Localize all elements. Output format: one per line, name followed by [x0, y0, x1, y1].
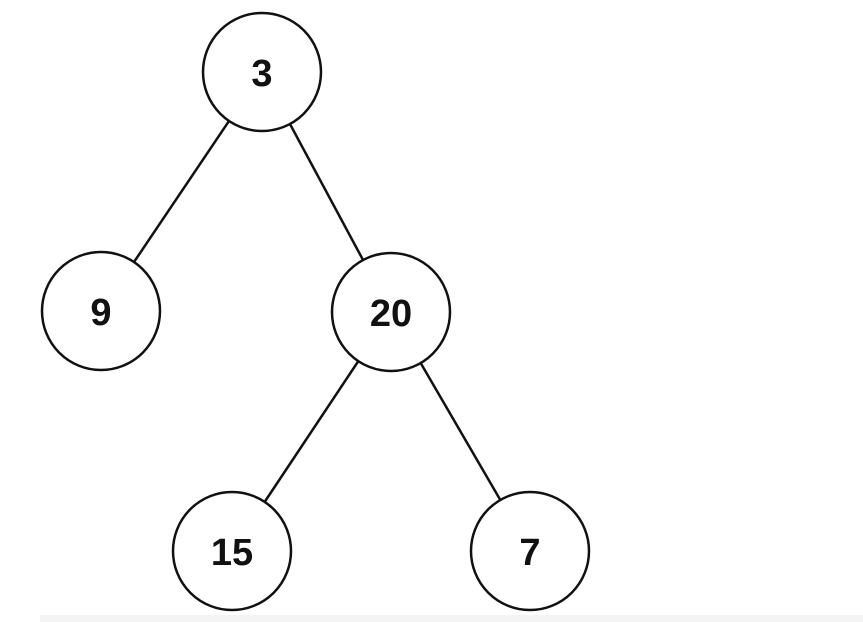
- edges-layer: [132, 120, 502, 503]
- node-label: 3: [251, 53, 272, 95]
- tree-edge: [288, 123, 365, 261]
- tree-node: 9: [40, 250, 162, 372]
- tree-edge: [419, 362, 502, 501]
- tree-edge: [263, 360, 360, 503]
- tree-node: 3: [201, 11, 323, 133]
- node-circle: [40, 250, 162, 372]
- node-label: 9: [90, 292, 111, 334]
- tree-node: 15: [171, 490, 293, 612]
- node-circle: [171, 490, 293, 612]
- bottom-strip: [40, 615, 863, 622]
- node-label: 20: [370, 293, 412, 335]
- node-circle: [201, 11, 323, 133]
- tree-node: 20: [330, 251, 452, 373]
- tree-node: 7: [469, 490, 591, 612]
- node-label: 7: [519, 532, 540, 574]
- node-label: 15: [211, 532, 253, 574]
- node-circle: [330, 251, 452, 373]
- node-circle: [469, 490, 591, 612]
- nodes-layer: 3 9 20 15 7: [40, 11, 591, 612]
- tree-edge: [132, 120, 231, 263]
